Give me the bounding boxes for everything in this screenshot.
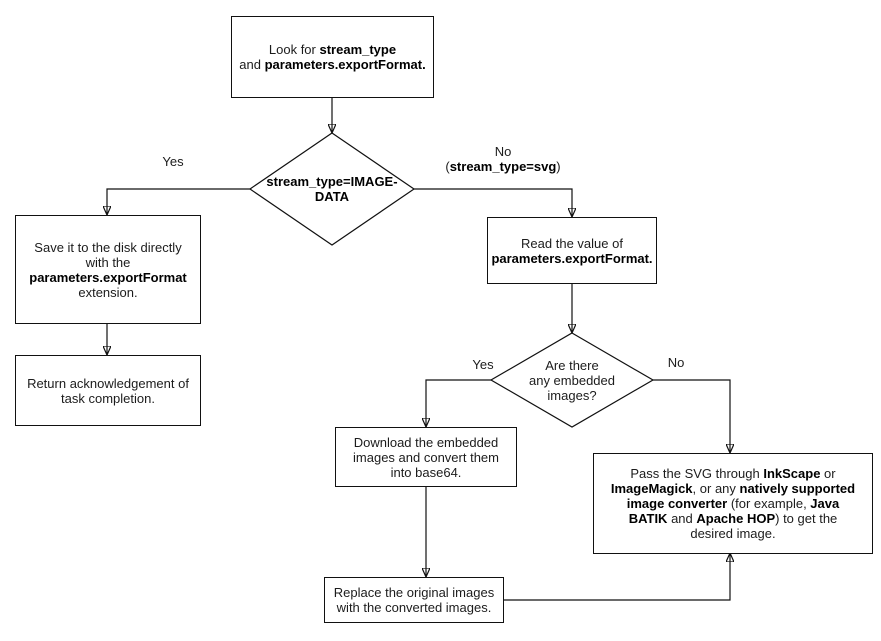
decision-label-stream-type: stream_type=IMAGE-DATA [266, 174, 398, 204]
edge-label-no-stream-type-svg: No(stream_type=svg) [445, 144, 561, 174]
decision-diamond-embedded-images [489, 332, 655, 428]
edge-label-yes-embedded: Yes [472, 357, 494, 372]
connector-replace-to-pass [503, 553, 730, 601]
connector-decision2-no-to-pass [653, 379, 730, 453]
connector-decision1-no-to-read [414, 188, 572, 217]
edge-label-no-embedded: No [667, 355, 685, 370]
connector-decision1-yes-to-save [107, 188, 250, 215]
connector-decision2-yes-to-download [426, 379, 491, 427]
decision-diamond-stream-type [248, 132, 416, 246]
edge-label-yes-stream-type: Yes [162, 154, 184, 169]
